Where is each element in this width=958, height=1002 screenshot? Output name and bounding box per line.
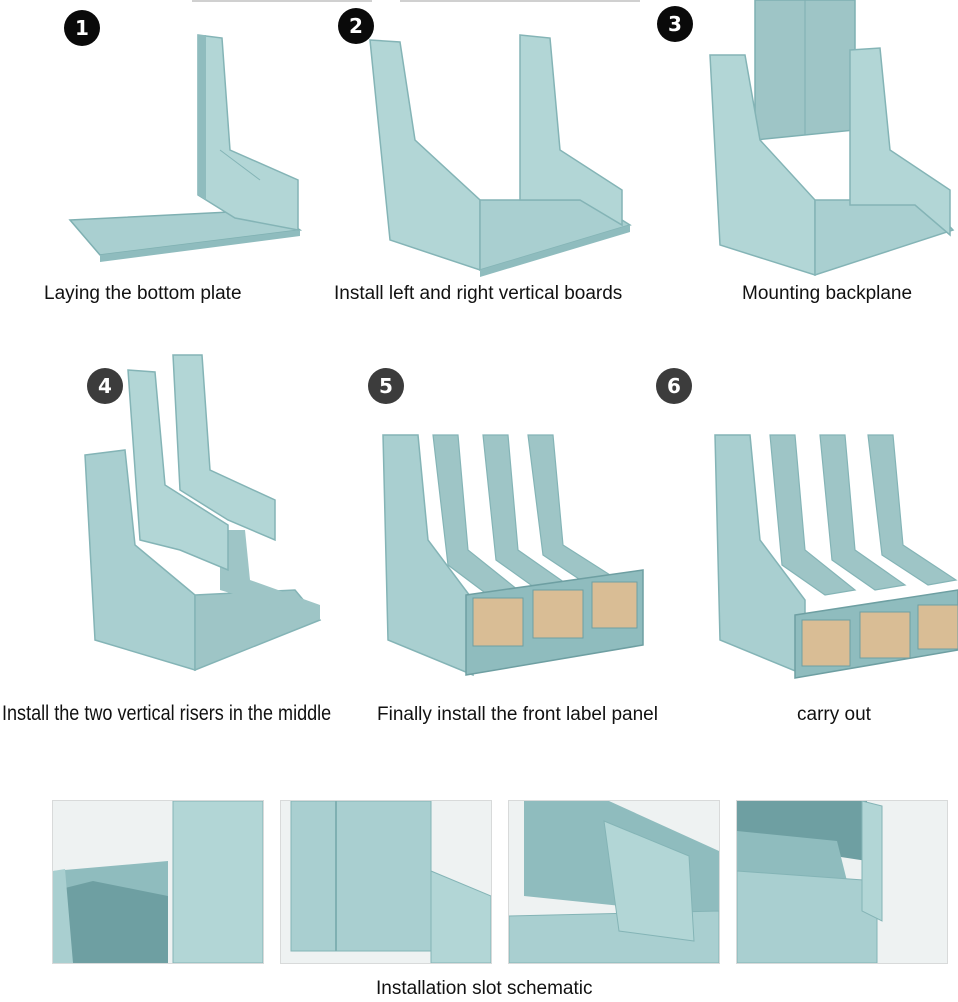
label-panel-illustration — [382, 434, 644, 677]
step-caption-2: Install left and right vertical boards — [334, 283, 623, 304]
middle-risers-illustration — [84, 354, 322, 672]
slot-detail-3 — [508, 800, 720, 964]
backplane-illustration — [709, 0, 955, 277]
step-badge-2: 2 — [338, 8, 374, 44]
step-caption-3: Mounting backplane — [742, 283, 913, 304]
slot-detail-4 — [736, 800, 948, 964]
side-boards-illustration — [369, 34, 632, 277]
step-badge-5: 5 — [368, 368, 404, 404]
step-badge-4: 4 — [87, 368, 123, 404]
slot-detail-2 — [280, 800, 492, 964]
step-badge-1: 1 — [64, 10, 100, 46]
details-caption: Installation slot schematic — [376, 978, 593, 999]
bottom-plate-illustration — [68, 34, 303, 262]
step-caption-4: Install the two vertical risers in the m… — [2, 702, 332, 725]
top-divider-left — [192, 0, 372, 2]
step-badge-3: 3 — [657, 6, 693, 42]
step-caption-6: carry out — [797, 704, 871, 725]
finished-organizer-illustration — [714, 434, 958, 679]
slot-detail-1 — [52, 800, 264, 964]
step-caption-5: Finally install the front label panel — [377, 704, 658, 725]
step-caption-1: Laying the bottom plate — [44, 283, 242, 304]
step-badge-6: 6 — [656, 368, 692, 404]
top-divider-right — [400, 0, 640, 2]
